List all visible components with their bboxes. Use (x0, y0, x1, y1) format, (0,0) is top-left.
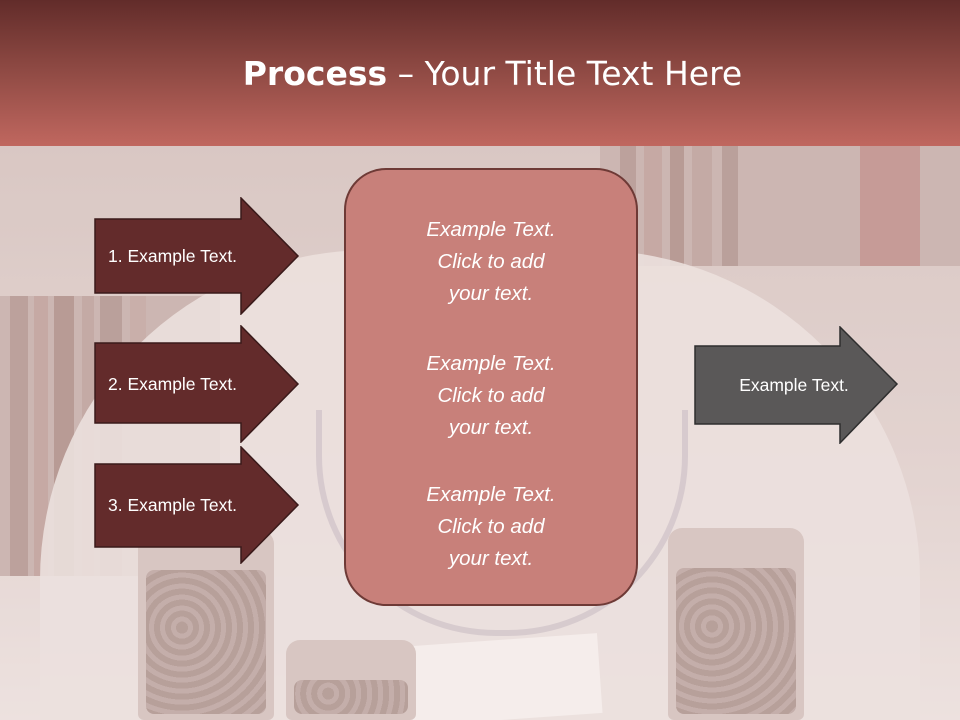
bookshelf-right (600, 146, 960, 266)
step-label-3: 3. Example Text. (108, 494, 238, 515)
arrow-shape (94, 197, 300, 315)
center-text-1[interactable]: Example Text. Click to add your text. (426, 218, 556, 305)
title-rest: – Your Title Text Here (387, 54, 743, 93)
jar-right (668, 528, 804, 720)
title-bold: Process (242, 54, 388, 93)
step-label-1: 1. Example Text. (108, 245, 238, 266)
arrow-shape (94, 446, 300, 564)
center-text-box[interactable]: Example Text. Click to add your text. Ex… (344, 168, 638, 606)
slide-title[interactable]: Process – Your Title Text Here (0, 54, 960, 93)
step-arrow-3[interactable]: 3. Example Text. (94, 446, 300, 564)
arrow-shape (694, 326, 899, 444)
title-band (0, 0, 960, 146)
arrow-shape (94, 325, 300, 443)
jar-center (286, 640, 416, 720)
step-label-2: 2. Example Text. (108, 373, 238, 394)
result-arrow[interactable]: Example Text. (694, 326, 900, 444)
step-arrow-1[interactable]: 1. Example Text. (94, 197, 300, 315)
center-text-3[interactable]: Example Text. Click to add your text. (426, 483, 556, 570)
jar-left (138, 530, 274, 720)
center-text-2[interactable]: Example Text. Click to add your text. (426, 352, 556, 439)
result-label: Example Text. (739, 374, 849, 395)
step-arrow-2[interactable]: 2. Example Text. (94, 325, 300, 443)
